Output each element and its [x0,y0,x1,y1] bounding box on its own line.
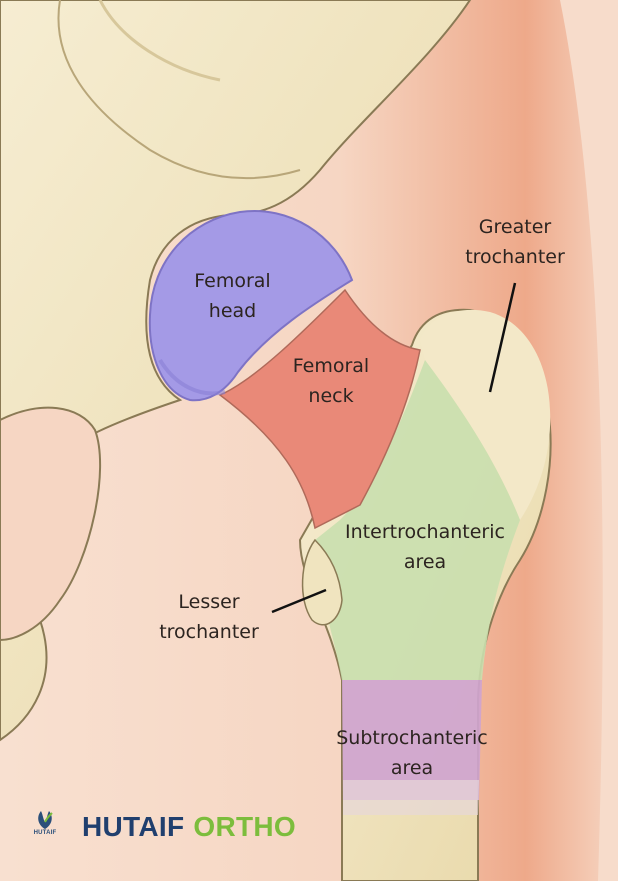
lesser-trochanter-region [301,538,343,626]
thigh-edge [560,0,618,881]
greater-trochanter-leader [488,282,517,393]
femoral-head-shadow [158,358,226,396]
pelvis-inner-ridge [57,0,301,180]
subtrochanteric-region [342,680,482,800]
intertrochanteric-region [315,360,520,680]
brand-logo-icon [38,811,53,829]
brand-logo: HUTAIF [32,808,58,846]
femoral-neck-region [218,288,421,530]
pelvis-shadow [98,0,221,82]
brand-watermark: HUTAIF HUTAIF ORTHO [32,808,296,846]
obturator-opening [0,406,102,642]
subtrochanteric-fade [343,780,479,815]
brand-name-part2: ORTHO [193,811,296,842]
greater-trochanter-region [420,309,551,520]
brand-logo-text: HUTAIF [33,830,57,836]
brand-name-part1: HUTAIF [82,811,185,842]
femoral-head-region [148,210,354,402]
lesser-trochanter-leader [271,588,327,614]
